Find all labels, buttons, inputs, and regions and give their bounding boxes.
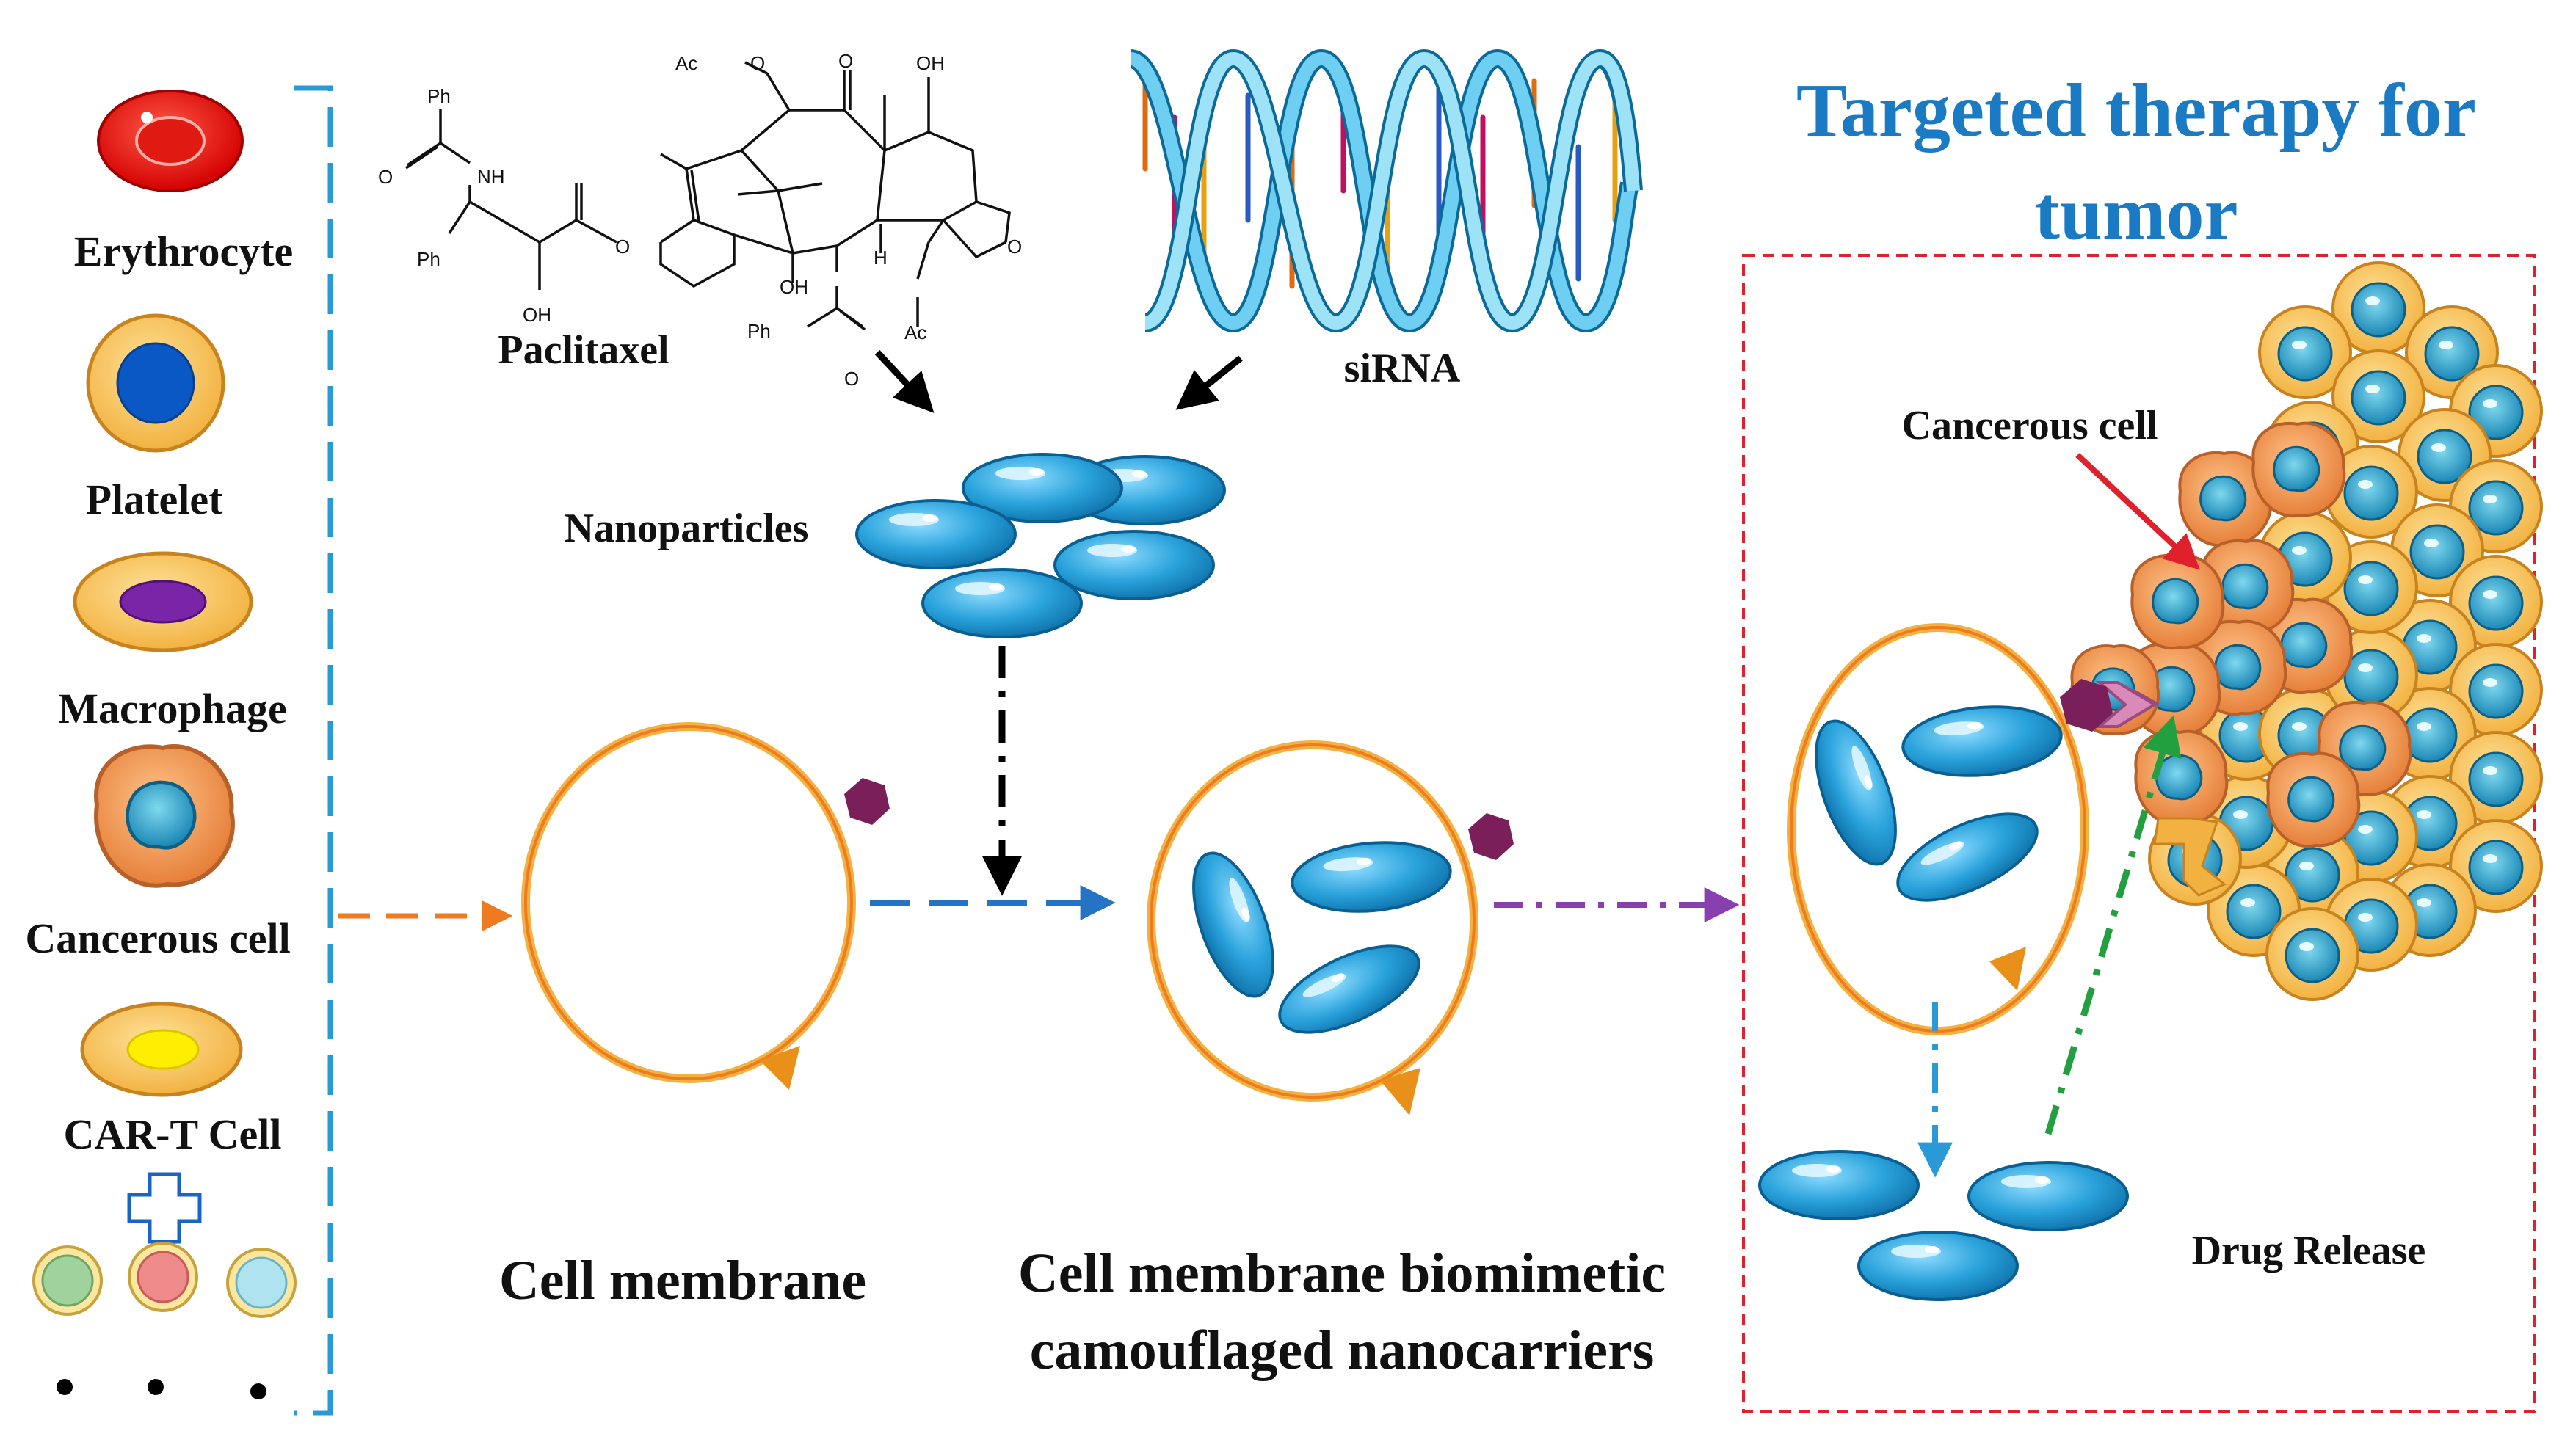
nanoparticle-cluster xyxy=(855,453,1226,638)
sirna-helix xyxy=(1128,48,1643,333)
paclitaxel-structure xyxy=(405,61,1011,331)
svg-text:Ac: Ac xyxy=(675,52,697,74)
nanocarrier-receptor-triangle xyxy=(1380,1068,1420,1115)
tumor-cell-cluster xyxy=(2070,261,2543,1001)
macrophage-label: Macrophage xyxy=(58,685,286,732)
platelet-label: Platelet xyxy=(86,476,223,523)
cell-source-column: Erythrocyte Platelet Macrophage Cancerou… xyxy=(25,90,297,1399)
membrane-receptor-hexagon xyxy=(844,778,890,825)
svg-text:Ac: Ac xyxy=(904,321,926,343)
cell-group-bracket xyxy=(294,85,333,1416)
macrophage-icon xyxy=(73,551,253,652)
small-cell-green-icon xyxy=(32,1245,103,1316)
cancerous-cell-icon xyxy=(96,746,233,886)
therapy-title-line1: Targeted therapy for xyxy=(1796,68,2476,153)
paclitaxel-label: Paclitaxel xyxy=(498,327,669,373)
svg-text:O: O xyxy=(378,166,393,188)
svg-text:O: O xyxy=(750,52,765,74)
small-cell-cyan-icon xyxy=(226,1248,297,1318)
svg-text:H: H xyxy=(874,247,888,269)
svg-text:OH: OH xyxy=(916,52,945,74)
arrow-paclitaxel-to-nanoparticles xyxy=(874,349,935,413)
erythrocyte-icon xyxy=(97,90,244,192)
arrow-cancerous-cell-pointer xyxy=(2075,453,2201,570)
nanocarrier-receptor-hexagon xyxy=(1468,813,1514,860)
released-nanoparticles xyxy=(1758,1150,2129,1301)
cancerous-cell-label: Cancerous cell xyxy=(25,914,290,962)
membrane-receptor-triangle xyxy=(760,1046,800,1090)
small-cell-red-icon xyxy=(128,1242,198,1312)
camouflaged-label-line2: camouflaged nanocarriers xyxy=(1030,1320,1655,1381)
svg-text:Ph: Ph xyxy=(747,320,771,342)
svg-text:OH: OH xyxy=(523,304,551,326)
tumor-receptor-orange xyxy=(2153,817,2227,897)
cell-membrane-vesicle xyxy=(521,722,890,1090)
platelet-icon xyxy=(86,313,225,453)
tumor-receptor-pink xyxy=(2095,681,2159,728)
bound-receptor-hexagon xyxy=(2060,679,2113,732)
drug-release-label: Drug Release xyxy=(2192,1228,2426,1273)
svg-text:O: O xyxy=(615,236,630,258)
svg-text:NH: NH xyxy=(477,166,505,188)
svg-text:O: O xyxy=(1007,236,1022,258)
erythrocyte-label: Erythrocyte xyxy=(74,228,294,275)
cell-membrane-label: Cell membrane xyxy=(499,1250,866,1311)
plus-icon xyxy=(127,1172,202,1244)
svg-text:O: O xyxy=(838,50,853,72)
arrow-drug-to-tumor xyxy=(2044,715,2182,1135)
therapy-cancerous-cell-label: Cancerous cell xyxy=(1902,403,2158,448)
car-t-cell-label: CAR-T Cell xyxy=(64,1110,282,1158)
camouflaged-label-line1: Cell membrane biomimetic xyxy=(1018,1242,1666,1304)
therapy-title-line2: tumor xyxy=(2034,171,2238,255)
car-t-cell-icon xyxy=(80,1002,243,1097)
arrow-sirna-to-nanoparticles xyxy=(1175,355,1243,410)
nanoparticles-label: Nanoparticles xyxy=(565,506,809,551)
bound-nanocarrier xyxy=(1787,623,2113,1035)
svg-text:Ph: Ph xyxy=(417,248,440,270)
svg-text:OH: OH xyxy=(780,276,808,298)
paclitaxel-atom-labels: Ph NH O Ph OH Ac O O OH OH H O Ph O O Ac xyxy=(378,50,1022,390)
ellipsis-dots xyxy=(57,1379,266,1399)
camouflaged-nanocarrier xyxy=(1147,740,1514,1115)
svg-text:O: O xyxy=(844,368,859,390)
bound-receptor-triangle xyxy=(1989,947,2026,991)
svg-text:Ph: Ph xyxy=(427,85,451,107)
sirna-label: siRNA xyxy=(1344,346,1461,391)
